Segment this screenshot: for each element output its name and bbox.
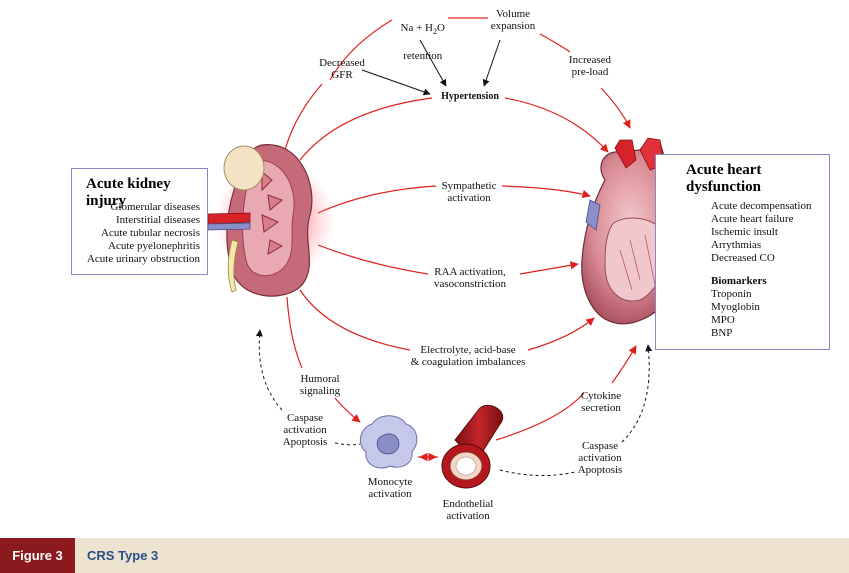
kidney-box-item: Acute tubular necrosis bbox=[101, 227, 200, 239]
arrow-kidney-to-electrolyte bbox=[299, 289, 411, 351]
heart-box-list: Acute decompensation Acute heart failure… bbox=[711, 200, 812, 340]
kidney-illustration bbox=[207, 144, 335, 297]
heart-box-item: Acute decompensation bbox=[711, 200, 812, 212]
dashed-vessel-to-apoptosis bbox=[499, 469, 576, 477]
arrow-raa-to-heart bbox=[519, 261, 579, 275]
volume-expansion-label: Volume expansion bbox=[490, 8, 536, 32]
dashed-arrows bbox=[255, 329, 653, 477]
arrow-kidney-to-humoral bbox=[286, 296, 303, 369]
figure-caption: CRS Type 3 bbox=[87, 548, 159, 563]
caspase-left-label: Caspase activation Apoptosis bbox=[282, 412, 328, 448]
raa-label: RAA activation, vasoconstriction bbox=[433, 266, 507, 290]
biomarker-item: MPO bbox=[711, 314, 735, 326]
arrow-electrolyte-to-heart bbox=[527, 317, 595, 351]
dashed-apoptosis-to-monocyte bbox=[334, 442, 361, 446]
arrow-kidney-to-gfr bbox=[284, 83, 323, 151]
increased-preload-label: Increased pre-load bbox=[568, 54, 612, 78]
heart-box-item: Acute heart failure bbox=[711, 213, 794, 225]
arrow-na-to-hypertension bbox=[419, 39, 447, 87]
heart-box: Acute heart dysfunction Acute decompensa… bbox=[655, 154, 830, 350]
na-h2o-retention-label: Na + H2O retention bbox=[388, 10, 452, 62]
humoral-label: Humoral signaling bbox=[299, 373, 341, 397]
heart-box-item: Decreased CO bbox=[711, 252, 775, 264]
figure-label: Figure 3 bbox=[0, 538, 75, 573]
figure-caption-bar: Figure 3 CRS Type 3 bbox=[0, 538, 849, 573]
arrow-kidney-to-raa bbox=[317, 244, 429, 275]
dashed-caspase-to-kidney bbox=[255, 329, 283, 411]
arrow-hypertension-to-heart bbox=[504, 97, 609, 153]
arrow-kidney-to-sympathetic bbox=[317, 185, 437, 214]
kidney-box-list: Glomerular diseases Interstitial disease… bbox=[87, 201, 200, 266]
electrolyte-label: Electrolyte, acid-base & coagulation imb… bbox=[410, 344, 526, 368]
na-h2o-text: Na + H bbox=[400, 22, 434, 34]
arrow-gfr-to-na bbox=[329, 19, 393, 81]
retention-text: retention bbox=[403, 50, 443, 63]
cytokine-label: Cytokine secretion bbox=[580, 390, 622, 414]
arrow-vessel-to-cytokine bbox=[495, 392, 585, 441]
heart-box-title: Acute heart dysfunction bbox=[686, 162, 762, 195]
arrow-sympathetic-to-heart bbox=[501, 185, 591, 199]
arrow-gfr-to-hypertension bbox=[361, 69, 431, 96]
arrow-preload-to-heart bbox=[600, 87, 631, 129]
monocyte-illustration bbox=[359, 415, 418, 469]
kidney-box-item: Acute urinary obstruction bbox=[86, 253, 200, 265]
heart-box-item: Arrythmias bbox=[711, 239, 762, 251]
monocyte-label: Monocyte activation bbox=[367, 476, 413, 500]
na-h2o-o: O bbox=[437, 22, 445, 34]
kidney-box-item: Interstitial diseases bbox=[115, 214, 200, 226]
caspase-right-label: Caspase activation Apoptosis bbox=[577, 440, 623, 476]
heart-box-item: Ischemic insult bbox=[711, 226, 778, 238]
black-arrows bbox=[361, 39, 501, 96]
hypertension-label: Hypertension bbox=[441, 91, 499, 102]
biomarkers-title: Biomarkers bbox=[711, 275, 767, 287]
arrow-humoral-to-monocyte bbox=[334, 397, 361, 423]
na-h2o-subscript: 2 bbox=[433, 27, 438, 37]
kidney-box-title: Acute kidney injury bbox=[86, 176, 171, 209]
dashed-caspase-to-heart bbox=[621, 344, 653, 443]
biomarker-item: Troponin bbox=[711, 288, 752, 300]
biomarker-item: Myoglobin bbox=[711, 301, 760, 313]
kidney-box-item: Glomerular diseases bbox=[110, 201, 201, 213]
decreased-gfr-label: Decreased GFR bbox=[319, 57, 365, 81]
arrow-volume-to-preload bbox=[539, 33, 571, 53]
arrow-volume-to-hypertension bbox=[482, 39, 501, 87]
blood-vessel-illustration bbox=[441, 404, 503, 489]
sympathetic-label: Sympathetic activation bbox=[441, 180, 497, 204]
biomarker-item: BNP bbox=[711, 327, 733, 339]
kidney-box: Acute kidney injury Glomerular diseases … bbox=[71, 168, 208, 275]
arrow-kidney-to-hypertension bbox=[299, 97, 433, 161]
diagram-canvas bbox=[207, 17, 701, 489]
arrow-cytokine-to-heart bbox=[611, 345, 637, 384]
endothelial-label: Endothelial activation bbox=[442, 498, 494, 522]
red-arrows bbox=[284, 17, 637, 462]
kidney-box-item: Acute pyelonephritis bbox=[108, 240, 200, 252]
